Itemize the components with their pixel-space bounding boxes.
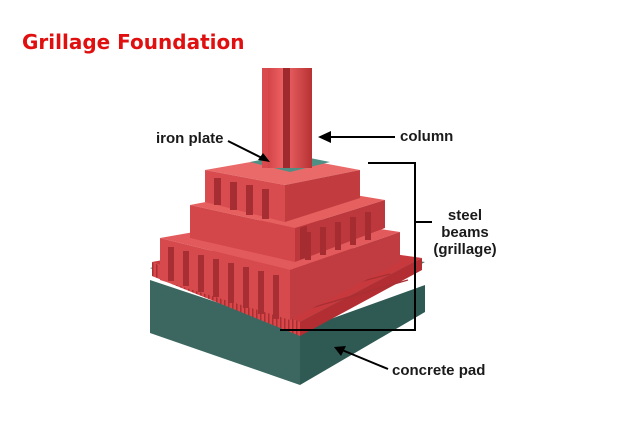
steel-beams-label: steel beams (grillage) (430, 207, 500, 258)
diagram-title: Grillage Foundation (22, 30, 245, 54)
column-label: column (400, 128, 454, 145)
annotation-lines (227, 136, 432, 370)
concrete-pad-label: concrete pad (392, 362, 486, 379)
arrowheads (258, 131, 346, 356)
iron-plate-label: iron plate (156, 130, 224, 147)
steel-beams-label-line3: (grillage) (433, 241, 497, 258)
steel-column (262, 68, 312, 168)
steel-beams-label-line2: beams (441, 224, 489, 241)
steel-beams-label-line1: steel (447, 207, 483, 224)
